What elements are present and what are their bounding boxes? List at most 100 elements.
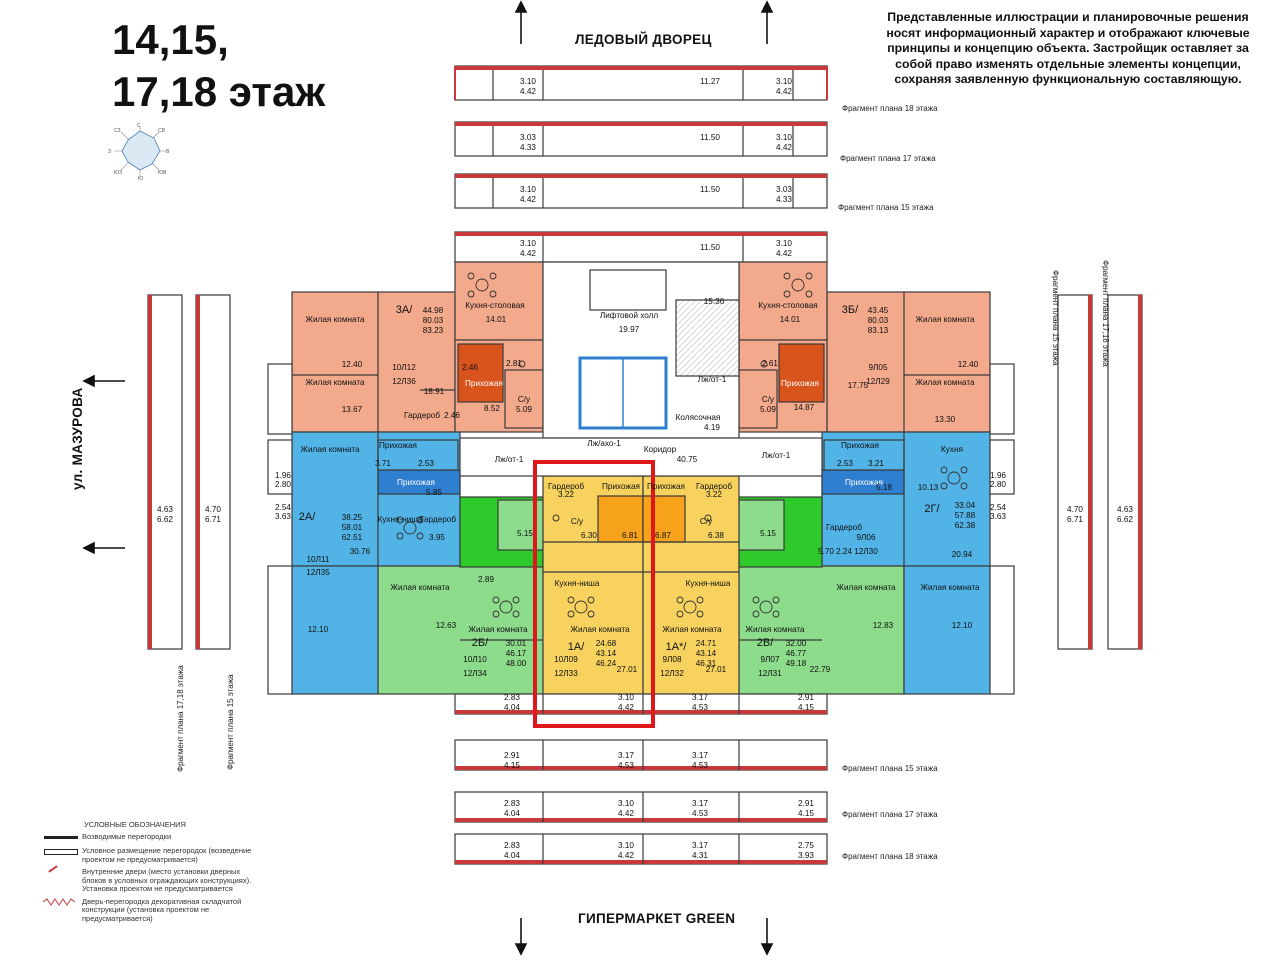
svg-text:10Л09: 10Л09 — [554, 655, 578, 664]
apartment-3a — [291, 261, 544, 433]
svg-text:Жилая комната: Жилая комната — [305, 315, 365, 324]
svg-text:1А*/: 1А*/ — [666, 641, 688, 653]
door-icon — [42, 865, 82, 878]
svg-text:Жилая комната: Жилая комната — [300, 445, 360, 454]
svg-text:44.98: 44.98 — [423, 306, 444, 315]
svg-text:11.50: 11.50 — [700, 185, 720, 194]
svg-text:Лж/ахо-1: Лж/ахо-1 — [587, 439, 621, 448]
svg-text:3.10: 3.10 — [776, 133, 792, 142]
svg-text:6.71: 6.71 — [205, 515, 221, 524]
svg-text:3.10: 3.10 — [520, 77, 536, 86]
svg-text:1А/: 1А/ — [568, 641, 585, 653]
svg-text:3.63: 3.63 — [990, 512, 1006, 521]
svg-text:3.71: 3.71 — [375, 459, 391, 468]
fragment-label: Фрагмент плана 17 этажа — [842, 810, 938, 819]
svg-text:3.10: 3.10 — [520, 185, 536, 194]
svg-text:6.38: 6.38 — [708, 531, 724, 540]
svg-text:12Л35: 12Л35 — [306, 568, 330, 577]
svg-text:3.17: 3.17 — [692, 751, 708, 760]
svg-text:12.40: 12.40 — [342, 360, 363, 369]
svg-text:3.93: 3.93 — [798, 851, 814, 860]
svg-text:С/у: С/у — [700, 517, 713, 526]
svg-text:10Л10: 10Л10 — [463, 655, 487, 664]
svg-text:2.80: 2.80 — [275, 480, 291, 489]
svg-text:9Л05: 9Л05 — [868, 363, 887, 372]
svg-text:24.71: 24.71 — [696, 639, 717, 648]
svg-text:27.01: 27.01 — [706, 665, 727, 674]
svg-text:4.70: 4.70 — [1067, 505, 1083, 514]
svg-text:Прихожая: Прихожая — [465, 379, 503, 388]
svg-text:12Л31: 12Л31 — [758, 669, 782, 678]
svg-text:Кухня-ниша: Кухня-ниша — [555, 579, 600, 588]
svg-text:17.75: 17.75 — [848, 381, 869, 390]
svg-text:5.85: 5.85 — [426, 488, 442, 497]
svg-text:Лж/от-1: Лж/от-1 — [762, 451, 791, 460]
svg-text:2.61: 2.61 — [762, 359, 778, 368]
svg-text:2.46: 2.46 — [444, 411, 460, 420]
svg-text:3.63: 3.63 — [275, 512, 291, 521]
svg-text:2.54: 2.54 — [275, 503, 291, 512]
svg-text:Лж/от-1: Лж/от-1 — [698, 375, 727, 384]
svg-text:3.10: 3.10 — [618, 693, 634, 702]
svg-text:14.01: 14.01 — [486, 315, 507, 324]
svg-text:4.63: 4.63 — [1117, 505, 1133, 514]
svg-text:Жилая комната: Жилая комната — [468, 625, 528, 634]
svg-text:2В/: 2В/ — [757, 637, 774, 649]
svg-text:3.17: 3.17 — [618, 751, 634, 760]
svg-text:30.76: 30.76 — [350, 547, 371, 556]
svg-text:32.00: 32.00 — [786, 639, 807, 648]
fragment-label: Фрагмент плана 15 этажа — [842, 764, 938, 773]
fragment-15-bottom — [454, 739, 828, 771]
svg-text:46.17: 46.17 — [506, 649, 527, 658]
svg-text:4.15: 4.15 — [798, 703, 814, 712]
svg-text:20.94: 20.94 — [952, 550, 973, 559]
svg-text:2.24: 2.24 — [836, 547, 852, 556]
svg-text:5.09: 5.09 — [516, 405, 532, 414]
svg-text:6.71: 6.71 — [1067, 515, 1083, 524]
side-fragments — [147, 294, 1143, 650]
svg-text:4.53: 4.53 — [692, 809, 708, 818]
svg-text:8.52: 8.52 — [484, 404, 500, 413]
svg-text:5.18: 5.18 — [876, 483, 892, 492]
svg-text:9Л08: 9Л08 — [662, 655, 681, 664]
svg-text:4.42: 4.42 — [520, 249, 536, 258]
apartment-2v — [738, 496, 991, 695]
svg-text:38.25: 38.25 — [342, 513, 363, 522]
svg-text:62.38: 62.38 — [955, 521, 976, 530]
svg-text:Прихожая: Прихожая — [397, 478, 435, 487]
svg-text:83.23: 83.23 — [423, 326, 444, 335]
svg-text:11.50: 11.50 — [700, 133, 720, 142]
compass-w: З — [108, 149, 111, 155]
svg-text:3Б/: 3Б/ — [842, 304, 859, 316]
compass-ne: СВ — [158, 128, 166, 134]
svg-text:3.10: 3.10 — [618, 799, 634, 808]
svg-text:2.89: 2.89 — [478, 575, 494, 584]
landmark-top: ЛЕДОВЫЙ ДВОРЕЦ — [575, 32, 712, 47]
svg-text:30.01: 30.01 — [506, 639, 527, 648]
fragment-18-bottom — [454, 833, 828, 865]
svg-text:3.03: 3.03 — [776, 185, 792, 194]
svg-text:4.70: 4.70 — [205, 505, 221, 514]
svg-text:2.80: 2.80 — [990, 480, 1006, 489]
svg-text:2.91: 2.91 — [798, 693, 814, 702]
svg-text:Жилая комната: Жилая комната — [915, 378, 975, 387]
apartment-2g — [821, 431, 991, 567]
svg-text:Жилая комната: Жилая комната — [305, 378, 365, 387]
fragment-label: Фрагмент плана 15 этажа — [838, 203, 934, 212]
svg-text:Кухня-столовая: Кухня-столовая — [465, 301, 524, 310]
svg-text:3.03: 3.03 — [520, 133, 536, 142]
folding-door-icon — [42, 897, 82, 908]
svg-text:Кухня-ниша: Кухня-ниша — [378, 515, 423, 524]
svg-text:2.54: 2.54 — [990, 503, 1006, 512]
svg-text:4.42: 4.42 — [618, 809, 634, 818]
svg-text:Гардероб: Гардероб — [548, 482, 584, 491]
svg-text:С/у: С/у — [762, 395, 775, 404]
compass-e: В — [166, 149, 170, 155]
svg-text:13.67: 13.67 — [342, 405, 363, 414]
legend-item: Дверь-перегородка декоративная складчато… — [42, 897, 257, 924]
svg-text:Прихожая: Прихожая — [647, 482, 685, 491]
svg-text:Колясочная: Колясочная — [676, 413, 721, 422]
svg-text:Жилая комната: Жилая комната — [836, 583, 896, 592]
svg-text:43.45: 43.45 — [868, 306, 889, 315]
